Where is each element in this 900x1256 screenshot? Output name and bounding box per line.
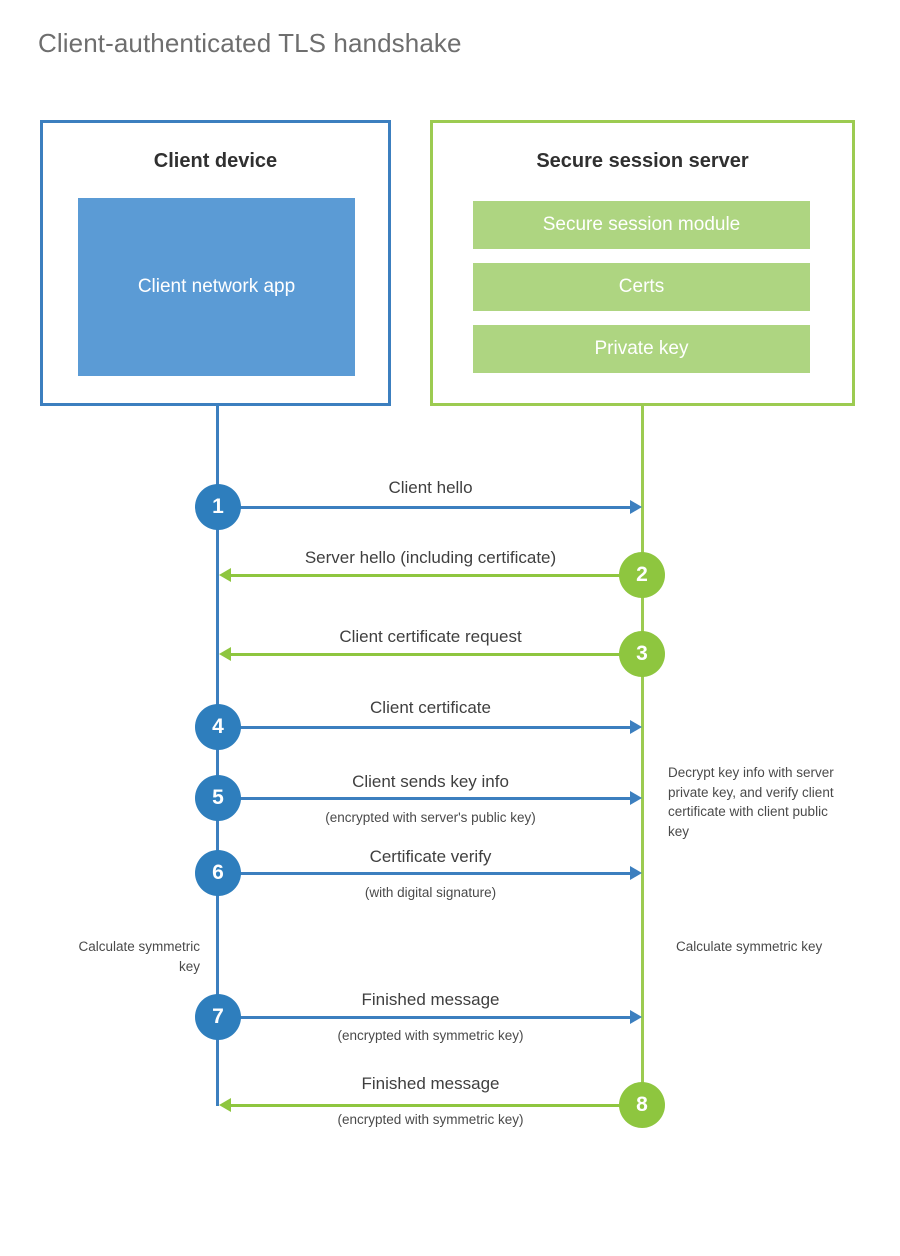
- step-4-arrow-head-right-icon: [630, 720, 642, 734]
- server-component-certs: Certs: [473, 263, 810, 311]
- step-6-label: Certificate verify: [369, 847, 492, 866]
- step-6-circle[interactable]: 6: [195, 850, 241, 896]
- step-8-arrow-head-left-icon: [219, 1098, 231, 1112]
- step-3-label: Client certificate request: [339, 627, 522, 646]
- step-2-label: Server hello (including certificate): [304, 548, 557, 567]
- step-4-circle[interactable]: 4: [195, 704, 241, 750]
- step-7-sublabel: (encrypted with symmetric key): [337, 1028, 524, 1043]
- step-7-circle[interactable]: 7: [195, 994, 241, 1040]
- secure-session-server-title: Secure session server: [536, 150, 749, 172]
- step-5-arrow-head-right-icon: [630, 791, 642, 805]
- step-2-circle[interactable]: 2: [619, 552, 665, 598]
- step-7-arrow-line: [219, 1016, 630, 1019]
- client-network-app-block: Client network app: [78, 198, 355, 376]
- client-device-box: Client device Client network app: [40, 120, 391, 406]
- step-5-sublabel: (encrypted with server's public key): [325, 810, 536, 825]
- step-8-arrow-line: [231, 1104, 642, 1107]
- step-1-arrow-head-right-icon: [630, 500, 642, 514]
- client-device-title: Client device: [153, 150, 278, 172]
- step-5-circle[interactable]: 5: [195, 775, 241, 821]
- server-calculate-symmetric-key-note: Calculate symmetric key: [676, 939, 823, 954]
- server-lifeline: [641, 406, 644, 1106]
- client-calculate-symmetric-key-note: Calculate symmetric key: [78, 939, 200, 974]
- step-8-circle[interactable]: 8: [619, 1082, 665, 1128]
- step-7-arrow-head-right-icon: [630, 1010, 642, 1024]
- step-6-arrow-head-right-icon: [630, 866, 642, 880]
- client-lifeline: [216, 406, 219, 1106]
- step-3-arrow-head-left-icon: [219, 647, 231, 661]
- step-1-label: Client hello: [388, 478, 473, 497]
- server-decrypt-note: Decrypt key info with server private key…: [668, 765, 834, 839]
- step-2-arrow-line: [231, 574, 642, 577]
- step-1-circle[interactable]: 1: [195, 484, 241, 530]
- step-8-label: Finished message: [361, 1074, 500, 1093]
- step-2-arrow-head-left-icon: [219, 568, 231, 582]
- server-component-secure-session-module: Secure session module: [473, 201, 810, 249]
- secure-session-server-box: Secure session server Secure session mod…: [430, 120, 855, 406]
- step-6-arrow-line: [219, 872, 630, 875]
- step-4-arrow-line: [219, 726, 630, 729]
- server-component-private-key: Private key: [473, 325, 810, 373]
- step-8-sublabel: (encrypted with symmetric key): [337, 1112, 524, 1127]
- step-4-label: Client certificate: [370, 698, 491, 717]
- step-5-label: Client sends key info: [352, 772, 509, 791]
- page-title: Client-authenticated TLS handshake: [38, 28, 462, 58]
- step-5-arrow-line: [219, 797, 630, 800]
- step-3-arrow-line: [231, 653, 642, 656]
- step-1-arrow-line: [219, 506, 630, 509]
- step-6-sublabel: (with digital signature): [364, 885, 497, 900]
- step-3-circle[interactable]: 3: [619, 631, 665, 677]
- step-7-label: Finished message: [361, 990, 500, 1009]
